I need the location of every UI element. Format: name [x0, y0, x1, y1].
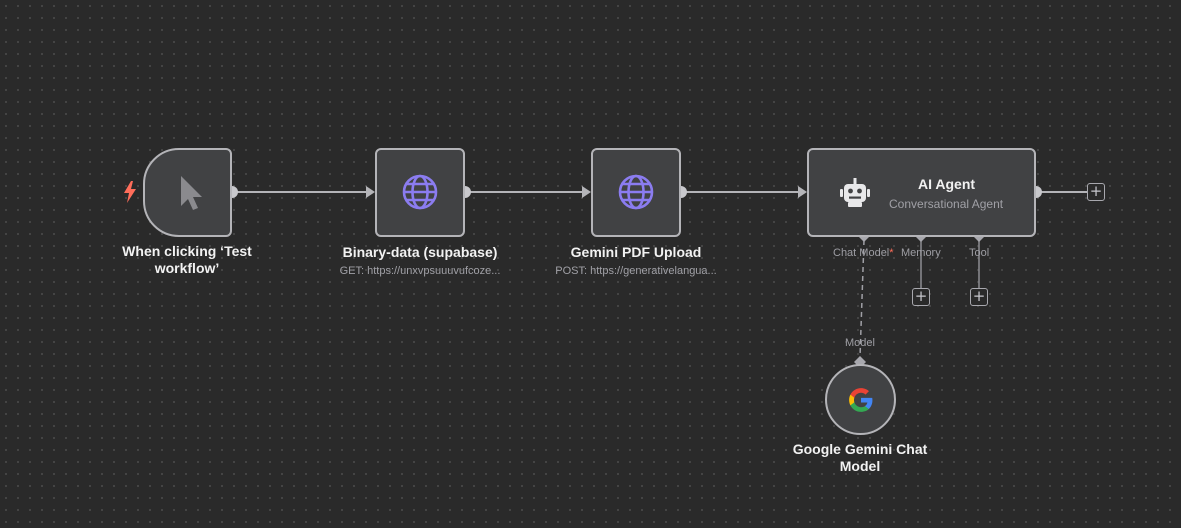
mouse-pointer-icon — [165, 168, 213, 216]
connection-model-to-agent[interactable] — [859, 239, 865, 358]
chat-model-port-label: Chat Model* — [833, 247, 894, 259]
input-arrow-binary — [366, 186, 375, 198]
add-memory-button[interactable]: + — [912, 288, 930, 306]
google-gemini-chat-model-node[interactable] — [825, 364, 896, 435]
ai-agent-node[interactable]: AI Agent Conversational Agent — [807, 148, 1036, 237]
lightning-bolt-icon — [122, 180, 138, 204]
google-g-icon — [848, 387, 874, 413]
robot-icon — [837, 176, 873, 210]
google-gemini-chat-model-label: Google Gemini Chat Model — [792, 441, 928, 474]
add-node-after-agent-button[interactable]: + — [1087, 183, 1105, 201]
input-arrow-agent — [798, 186, 807, 198]
required-asterisk: * — [889, 247, 894, 259]
trigger-node[interactable] — [143, 148, 232, 237]
gemini-pdf-upload-node-label: Gemini PDF Upload — [570, 244, 702, 260]
globe-icon — [399, 171, 441, 213]
memory-port-label: Memory — [901, 247, 941, 259]
chat-model-label-text: Chat Model — [833, 247, 890, 259]
ai-agent-subtitle: Conversational Agent — [889, 197, 1004, 211]
binary-data-node[interactable] — [375, 148, 465, 237]
gemini-pdf-upload-node[interactable] — [591, 148, 681, 237]
ai-agent-title: AI Agent — [918, 176, 976, 192]
globe-icon — [615, 171, 657, 213]
input-arrow-gemini-upload — [582, 186, 591, 198]
trigger-node-label: When clicking ‘Test workflow’ — [122, 243, 252, 276]
model-port-label: Model — [845, 337, 875, 349]
gemini-pdf-upload-node-subtitle: POST: https://generativelangua... — [555, 265, 717, 277]
add-tool-button[interactable]: + — [970, 288, 988, 306]
tool-port-label: Tool — [969, 247, 990, 259]
binary-data-node-subtitle: GET: https://unxvpsuuuvufcoze... — [339, 265, 501, 277]
binary-data-node-label: Binary-data (supabase) — [342, 244, 498, 260]
